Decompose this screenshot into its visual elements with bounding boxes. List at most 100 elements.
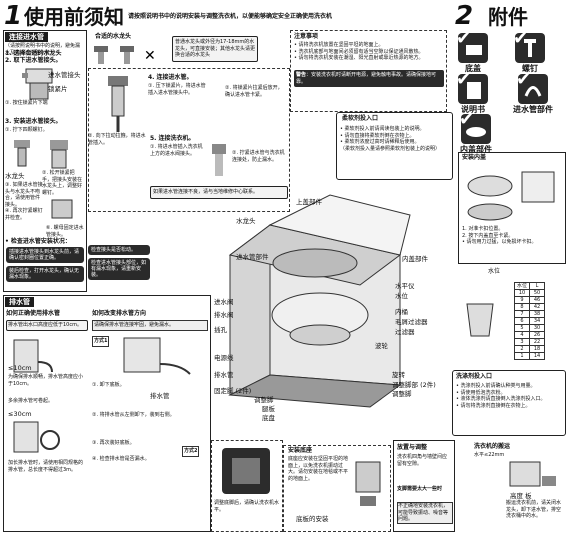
detergent-panel: [452, 370, 566, 436]
section-number: 1: [4, 1, 23, 31]
step2: 2. 取下进水管接头。: [5, 57, 62, 64]
placement-text: 洗衣机四角与墙壁间应留有空隙。: [397, 454, 448, 467]
inner-lid-lines: 1. 对准卡扣位置。 2. 按下内盖直至卡紧。 • 请勿用力过猛，以免损坏卡扣。: [462, 226, 560, 246]
label-faucet-diagram: 水龙头: [236, 217, 256, 225]
drain-step-2: ②. 将排水管从左侧卸下，装到右侧。: [92, 412, 175, 418]
manual-icon: ✔: [456, 69, 488, 104]
nut-illustration: [51, 199, 73, 219]
label-faucet: 水龙头: [5, 172, 25, 180]
inner-lid-panel: [458, 152, 566, 264]
connect-inlet-band: 连接进水管: [5, 32, 48, 42]
step-3-4: ④. 再次拧紧螺钉并检查。: [5, 208, 43, 221]
accessory-manual: ✔ 说明书: [453, 69, 493, 115]
drain-height-illustration: [13, 339, 53, 373]
inlet-joint-illustration: [22, 68, 53, 100]
check-item: 检查接头是否松动。: [88, 245, 150, 255]
accessory-inner-lid: ✔ 内盖部件: [453, 109, 499, 155]
step5-1: ①. 将进水管插入洗衣机上方的进水阀接头。: [150, 144, 203, 157]
drain-coil-illustration: [13, 421, 60, 453]
drain-title-b: 如何改变排水管方向: [92, 310, 147, 317]
step4-title: 4. 连接进水管。: [148, 74, 193, 81]
carry-label: 高度 板: [510, 492, 532, 500]
attention-title: 注意事项: [294, 33, 319, 40]
label-top-cover: 上盖部件: [296, 198, 322, 206]
attention-line: • 请将洗衣机放置在坚固平坦的地面上。: [294, 42, 384, 48]
softener-panel: [336, 112, 453, 180]
softener-line: • 柔软剂投入前请阅读包装上的说明。: [340, 126, 425, 132]
accessory-inlet-hose: ✔ 进水管部件: [505, 69, 561, 115]
label-base: 底盘: [262, 414, 275, 422]
faucet-types-illustration: ✕: [94, 46, 156, 64]
step-3-1: ①. 拧下四颗螺钉。: [5, 127, 48, 133]
accessory-label: 内盖部件: [460, 145, 492, 154]
mount-illustration-2: [212, 144, 226, 176]
base-foot-illustration: [355, 461, 381, 506]
base-cover-icon: ✔: [456, 28, 488, 63]
detergent-title: 洗涤剂投入口: [456, 373, 493, 380]
safety-panel: [283, 445, 391, 532]
carry-illustration: [509, 461, 556, 487]
faucet-illustration: [14, 140, 30, 167]
inner-lid-title: 安装内盖: [462, 154, 487, 161]
base-install-text: 调整底脚后，请确认洗衣机水平。: [214, 500, 280, 513]
step-3-6: ⑥. 螺母固定进水管接头。: [46, 225, 84, 238]
accessory-label: 进水管部件: [513, 105, 553, 114]
accessory-label: 螺钉: [522, 64, 538, 73]
drain-tip: 请确保排水管连接牢固，避免漏水。: [92, 320, 208, 331]
label-adjust-foot-r: 调整脚: [392, 390, 412, 398]
label-fabric: 毛屑过滤器: [395, 318, 428, 326]
method2: 方式2: [182, 446, 200, 457]
method1: 方式1: [92, 336, 110, 347]
accessory-screw: ✔ 螺钉: [510, 28, 550, 74]
softener-lines: • 柔软剂投入前请阅读包装上的说明。 • 请勿直接将柔软剂倒在衣物上。 • 柔软…: [340, 126, 448, 152]
drain-band: 排水管: [5, 297, 34, 307]
connect-inlet-note: （请按照说明书中的说明，避免漏水及错误连接进水管）: [5, 43, 81, 56]
drain-step-4: ④. 检查排水管是否漏水。: [92, 456, 150, 462]
label-fixing-bracket: 固定脚 (2件): [214, 387, 252, 395]
svg-text:✕: ✕: [144, 48, 156, 64]
step5-title: 5. 连接洗衣机。: [150, 135, 195, 142]
attention-line: • 洗衣机底部与地面间必须留有适当空隙以保证通风散热。: [294, 48, 424, 55]
base-install-panel: [211, 440, 283, 532]
check-title: • 检查进水管安装状况：: [5, 238, 71, 245]
label-legs: 腿板: [262, 405, 275, 413]
label-drain-valve: 排水阀: [214, 311, 234, 319]
attention-warning: 警告：安装洗衣机时请断开电源，避免触电事故。请确保接地可靠。: [294, 70, 444, 87]
drain-line-3: 加长排水管时，请使用相同规格的排水管，总长度不得超过3m。: [8, 460, 84, 473]
drain-line-1: 为确保排水顺畅，排水管高度应小于10cm。: [8, 374, 84, 387]
label-lint: 过滤器: [395, 328, 415, 336]
softener-line: • 柔软剂浓度过高时请稀释后使用。: [340, 139, 420, 145]
label-inner-lid-diagram: 内盖部件: [402, 255, 428, 263]
softener-line: • 请勿直接将柔软剂倒在衣物上。: [340, 132, 415, 139]
attention-lines: • 请将洗衣机放置在坚固平坦的地面上。 • 洗衣机底部与地面间必须留有适当空隙以…: [294, 42, 440, 62]
warning-title: 警告: [296, 72, 307, 78]
check-item: 插接进水管接头到水龙头前，请确认密封圈位置正确。: [6, 247, 84, 263]
mount-steps-panel: [88, 68, 290, 212]
label-side: 内桶: [395, 308, 408, 316]
safety-label: 底板的安装: [296, 515, 329, 523]
detergent-lines: • 洗涤剂投入前请确认种类与用量。 • 请使用低泡洗衣粉。 • 液体洗涤剂请直接…: [456, 383, 561, 409]
drain-h1: ≤10cm: [8, 364, 32, 372]
placement-tip: 不正确地安装洗衣机，可能导致振动、噪音等问题。: [397, 502, 453, 524]
washing-machine-diagram: [228, 194, 411, 408]
section-title: 使用前须知: [24, 5, 124, 29]
inner-lid-line: 2. 按下内盖直至卡紧。: [462, 232, 514, 239]
base-plate-illustration: [222, 448, 270, 494]
water-level-title: 水位: [488, 268, 501, 275]
inner-lid-tip: • 请勿用力过猛，以免损坏卡扣。: [462, 239, 537, 245]
drain-note: 排水管出水口高度应低于10cm。: [6, 320, 88, 331]
table-header: L: [529, 282, 545, 290]
step4-2: ②. 将锁紧片拉紧后放开，确认进水管卡紧。: [225, 85, 283, 98]
softener-note: （柔软剂投入量请参照柔软剂包装上的说明）: [340, 145, 441, 152]
inner-lid-illustration: [467, 171, 555, 221]
label-inlet-valve: 进水阀: [214, 298, 234, 306]
